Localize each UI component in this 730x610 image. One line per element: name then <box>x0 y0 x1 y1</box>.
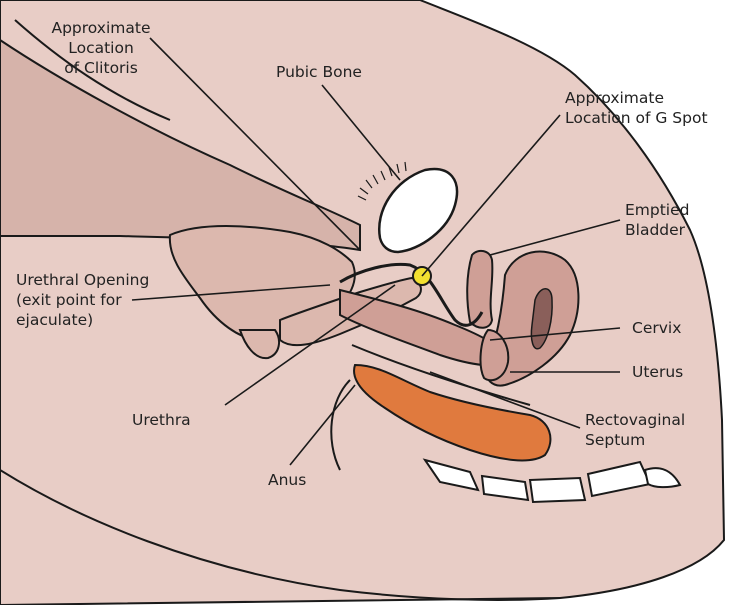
urethra-tube <box>339 262 484 327</box>
label-urethral-opening: Urethral Opening (exit point for ejacula… <box>16 271 150 329</box>
bladder <box>466 249 494 329</box>
cervix <box>479 328 510 382</box>
rectum <box>353 363 552 462</box>
label-uterus: Uterus <box>632 363 684 381</box>
pubic-hair <box>357 161 407 201</box>
label-cervix: Cervix <box>632 319 682 337</box>
label-rectovaginal-septum: Rectovaginal Septum <box>585 411 686 449</box>
label-clitoris: Approximate Location of Clitoris <box>51 19 151 77</box>
label-anus: Anus <box>268 471 307 489</box>
buttock-curve <box>0 469 561 601</box>
anus-curve <box>330 379 351 471</box>
uterus-lining <box>530 288 553 350</box>
thumb <box>238 329 281 360</box>
label-g-spot: Approximate Location of G Spot <box>565 89 708 127</box>
label-bladder: Emptied Bladder <box>625 201 690 239</box>
label-pubic-bone: Pubic Bone <box>276 63 362 81</box>
rectovaginal-septum <box>351 344 531 406</box>
label-urethra: Urethra <box>132 411 191 429</box>
body-inner-line <box>14 19 171 121</box>
pubic-bone <box>377 167 459 254</box>
tailbone <box>422 458 682 504</box>
leader-lines <box>131 37 621 466</box>
